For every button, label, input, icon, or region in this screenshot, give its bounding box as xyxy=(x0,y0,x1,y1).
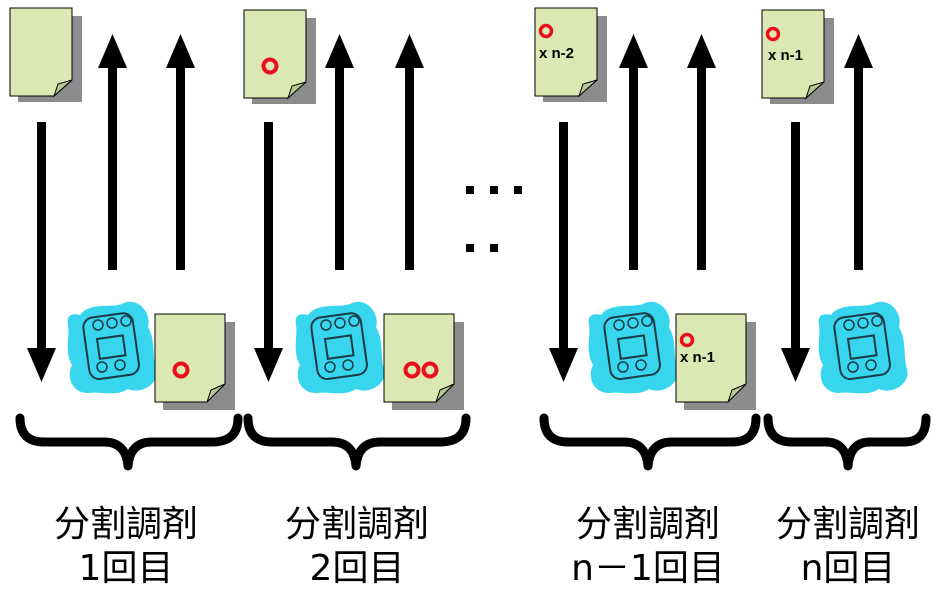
group-brace xyxy=(763,413,931,471)
dispensed-stamp-icon xyxy=(679,332,695,348)
dispensing-group-n: x n-1 分割調剤 n回目 xyxy=(761,9,931,589)
group-caption-line2: n回目 xyxy=(801,548,896,589)
arrow-down xyxy=(781,122,810,382)
group-caption-line2: 2回目 xyxy=(310,548,405,589)
group-brace xyxy=(15,413,243,471)
arrow-down xyxy=(254,122,283,382)
prescription-doc-top: x n-1 xyxy=(761,9,834,104)
prescription-doc-top xyxy=(243,9,316,104)
prescription-count-label: x n-2 xyxy=(539,45,574,62)
prescription-count-label: x n-1 xyxy=(680,349,715,366)
arrow-down xyxy=(27,122,56,382)
dispensing-group-1: 分割調剤 1回目 xyxy=(9,7,243,589)
arrow-up xyxy=(687,34,716,270)
dispensing-group-2: 分割調剤 2回目 xyxy=(243,9,471,589)
medicine-pack-icon xyxy=(295,301,385,394)
arrow-up xyxy=(619,34,648,270)
dispensed-stamp-icon xyxy=(538,23,554,39)
arrow-up xyxy=(844,34,873,270)
arrow-up xyxy=(395,34,424,270)
dispensed-stamp-icon xyxy=(172,361,190,379)
group-caption-line1: 分割調剤 xyxy=(776,504,920,545)
group-caption-line2: n－1回目 xyxy=(571,548,725,589)
arrow-up xyxy=(325,34,354,270)
prescription-doc-bottom xyxy=(383,313,464,410)
prescription-doc-bottom xyxy=(154,313,235,410)
group-brace xyxy=(243,413,471,471)
prescription-doc-bottom: x n-1 xyxy=(675,313,756,410)
group-caption-line1: 分割調剤 xyxy=(576,504,720,545)
dispensed-stamp-icon xyxy=(765,26,781,42)
dispensing-group-n-minus-1: x n-2 x n-1 xyxy=(534,7,761,589)
dispensed-stamp-icon xyxy=(261,57,279,75)
group-caption-line2: 1回目 xyxy=(79,548,174,589)
ellipsis-dots-icon xyxy=(466,186,522,252)
dispensed-stamp-icon xyxy=(403,361,421,379)
medicine-pack-icon xyxy=(818,301,908,394)
prescription-doc-top: x n-2 xyxy=(534,7,607,102)
medicine-pack-icon xyxy=(67,301,157,394)
group-brace xyxy=(539,413,761,471)
arrow-up xyxy=(166,34,195,270)
group-caption-line1: 分割調剤 xyxy=(54,504,198,545)
prescription-count-label: x n-1 xyxy=(768,47,803,64)
arrow-down xyxy=(549,122,578,382)
arrow-up xyxy=(98,34,127,270)
prescription-doc-top xyxy=(9,7,82,102)
dispensed-stamp-icon xyxy=(421,361,439,379)
medicine-pack-icon xyxy=(588,301,678,394)
group-caption-line1: 分割調剤 xyxy=(285,504,429,545)
